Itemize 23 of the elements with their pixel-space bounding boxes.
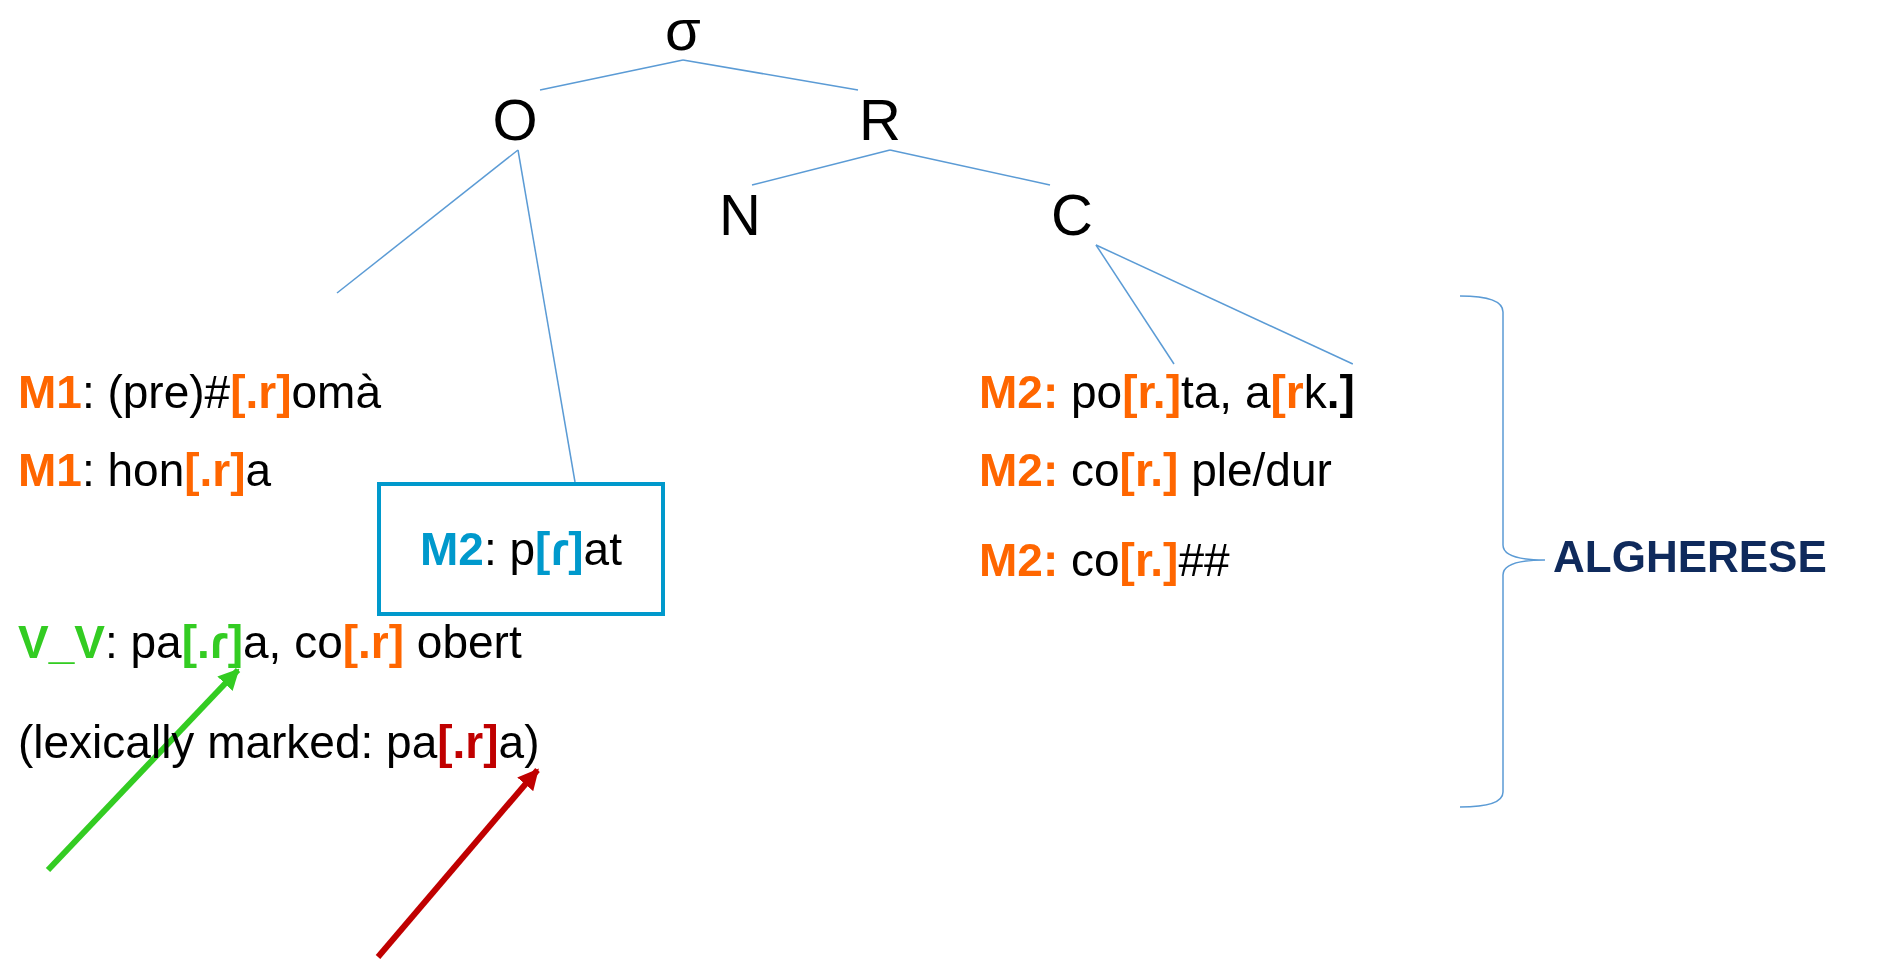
tree-node-label: N — [710, 185, 770, 245]
tree-node-label: O — [485, 90, 545, 150]
tree-branch-line — [682, 59, 859, 91]
tree-branch-line — [1095, 244, 1175, 365]
example-text: V_V: pa[.ɾ]a, co[.r] obert — [18, 614, 522, 670]
tree-branch-line — [336, 149, 519, 294]
example-text: M2: p[ɾ]at — [420, 522, 622, 576]
example-box — [377, 482, 665, 616]
tree-node-label: σ — [653, 0, 713, 60]
dialect-label: ALGHERESE — [1553, 532, 1827, 582]
tree-branch-line — [539, 59, 684, 91]
tree-branch-line — [517, 149, 576, 483]
tree-node-label: C — [1042, 185, 1102, 245]
tree-branch-line — [1095, 244, 1354, 365]
example-text: M2: po[r.]ta, a[rk.] — [979, 364, 1355, 420]
example-text: M2: co[r.] ple/dur — [979, 442, 1332, 498]
example-text: M1: hon[.r]a — [18, 442, 272, 498]
tree-branch-line — [751, 149, 891, 186]
tree-branch-line — [889, 149, 1051, 186]
tree-node-label: R — [850, 90, 910, 150]
arrow — [375, 768, 540, 959]
example-text: M1: (pre)#[.r]omà — [18, 364, 381, 420]
example-text: M2: co[r.]## — [979, 532, 1230, 588]
